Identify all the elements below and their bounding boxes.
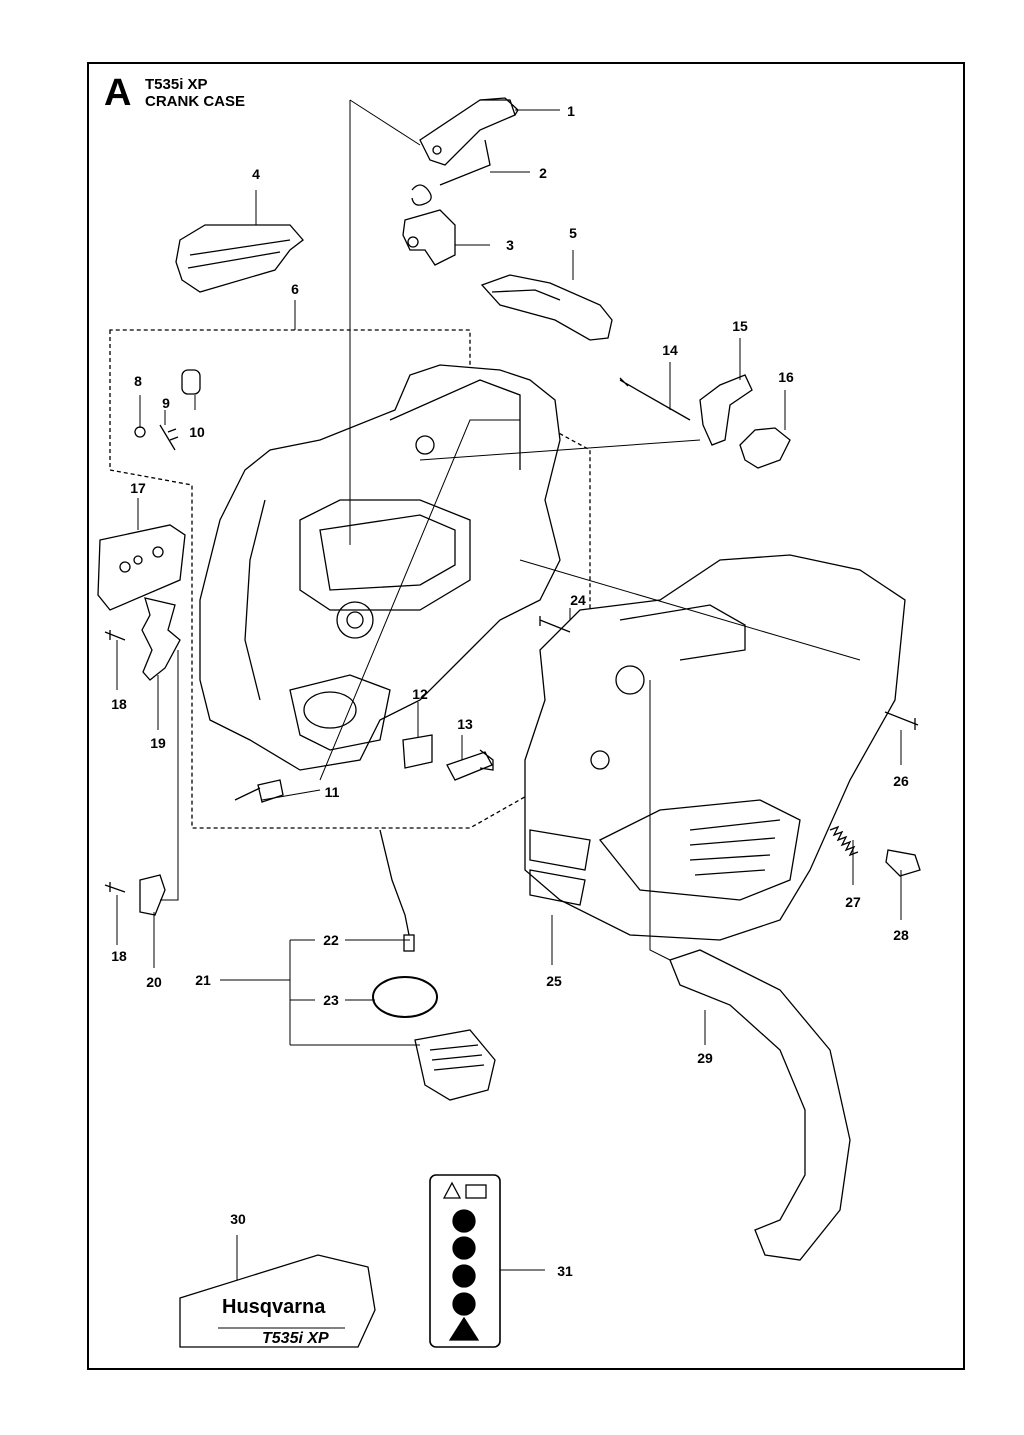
part-21-fuel-cap (414, 1029, 496, 1101)
callout-15: 15 (732, 318, 748, 334)
diagram-frame (87, 62, 965, 1370)
callout-14: 14 (662, 342, 678, 358)
leader-lines (116, 99, 902, 1305)
part-8-plug (134, 426, 146, 438)
cutting-warning-icon (448, 1316, 480, 1341)
callout-5: 5 (569, 225, 577, 241)
callout-8: 8 (134, 373, 142, 389)
manual-book-icon (465, 1184, 487, 1199)
callout-31: 31 (557, 1263, 573, 1279)
part-19-bumper-spike (141, 597, 181, 681)
callout-17: 17 (130, 480, 146, 496)
section-letter: A (104, 72, 132, 114)
callout-2: 2 (539, 165, 547, 181)
callout-26: 26 (893, 773, 909, 789)
part-13-bolt (446, 749, 494, 781)
part-22-wire-line (379, 829, 411, 941)
callout-1: 1 (567, 103, 575, 119)
part-25-rear-handle (524, 554, 906, 941)
part-18-screw-lower (104, 882, 126, 893)
part-5-top-cover (480, 274, 613, 341)
part-9-needle (159, 424, 179, 451)
callout-3: 3 (506, 237, 514, 253)
two-hand-icon (452, 1292, 476, 1316)
part-29-front-handle (669, 949, 851, 1261)
callout-9: 9 (162, 395, 170, 411)
callout-18-lower: 18 (111, 948, 127, 964)
model-title: T535i XP (145, 76, 208, 93)
callout-24: 24 (570, 592, 586, 608)
part-23-seal-ring (372, 976, 438, 1018)
kickback-icon (452, 1264, 476, 1288)
part-11-adjust-screw (234, 779, 284, 803)
part-12-clip (402, 734, 433, 769)
callout-6: 6 (291, 281, 299, 297)
callout-19: 19 (150, 735, 166, 751)
callout-13: 13 (457, 716, 473, 732)
callout-27: 27 (845, 894, 861, 910)
part-28-damper (885, 849, 921, 877)
callout-23: 23 (323, 992, 339, 1008)
warning-triangle-icon (442, 1181, 462, 1199)
part-3-trigger-lock (402, 209, 456, 266)
part-6-crank-case (199, 364, 561, 771)
callout-29: 29 (697, 1050, 713, 1066)
callout-30: 30 (230, 1211, 246, 1227)
callout-25: 25 (546, 973, 562, 989)
callout-11: 11 (325, 784, 340, 800)
callout-22: 22 (323, 932, 339, 948)
part-2-wire-spring (411, 139, 491, 206)
callout-21: 21 (195, 972, 211, 988)
part-20-catcher (139, 874, 166, 916)
callout-18: 18 (111, 696, 127, 712)
part-27-spring (829, 825, 859, 857)
part-22-weight (403, 934, 415, 952)
part-1-throttle-lever (419, 97, 519, 166)
helmet-ear-eye-icon (452, 1209, 476, 1233)
callout-28: 28 (893, 927, 909, 943)
part-18-screw (104, 630, 126, 641)
callout-20: 20 (146, 974, 162, 990)
decal-brand-text: Husqvarna (222, 1296, 326, 1318)
decal-model-text: T535i XP (262, 1330, 329, 1347)
section-title: CRANK CASE (145, 93, 246, 110)
part-24-screw (539, 616, 571, 633)
callout-16: 16 (778, 369, 794, 385)
no-one-hand-icon (452, 1236, 476, 1260)
part-31-warning-label (429, 1174, 501, 1348)
part-14-screw (619, 377, 691, 421)
part-17-guide-plate (97, 524, 186, 611)
part-10-sleeve (181, 369, 201, 395)
callout-12: 12 (412, 686, 428, 702)
callout-10: 10 (189, 424, 205, 440)
part-26-screw (884, 711, 919, 730)
part-15-lever (699, 374, 753, 446)
callout-4: 4 (252, 166, 260, 182)
part-30-husqvarna-decal (179, 1254, 376, 1348)
part-4-cover-plate (175, 224, 304, 293)
part-16-clip (739, 427, 791, 469)
